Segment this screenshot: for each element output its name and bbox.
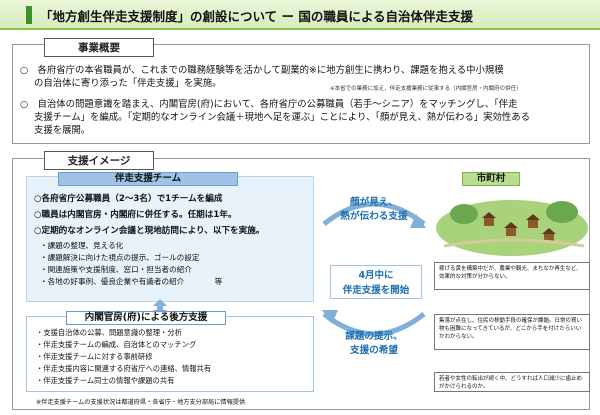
team-item: ・各地の好事例、優良企業や有識者の紹介 等 [40, 277, 223, 286]
team-title: 伴走支援チーム [58, 172, 238, 186]
city-title: 市町村 [462, 172, 520, 186]
support-title: 内閣官房(府)による後方支援 [66, 311, 226, 325]
team-bullet-2: ○職員は内閣官房・内閣府に併任する。任期は1年。 [34, 210, 237, 220]
issue-bubble: 若者や女性の転出が続く中、どうすれば人口減少に歯止めがかけられるのか。 [434, 372, 590, 392]
flow-arrows [322, 201, 426, 337]
support-item: ・支援自治体の公募、問題意識の整理・分析 [36, 328, 182, 337]
team-item: ・関連施策や支援制度、窓口・担当者の紹介 [40, 265, 192, 274]
overview-note: ※本省での業務に加え、伴走支援業務に従事する（内閣官房・内閣府の併任） [330, 86, 522, 92]
arrow-top-label: 顔が見え、熱が伝わる支援 [340, 197, 408, 222]
overview-line-4: 支援チーム」を編成。「定期的なオンライン会議＋現地へ足を運ぶ」ことにより、「顔が… [34, 112, 531, 123]
arrow-bottom-label: 課題の提示、支援の希望 [345, 331, 403, 356]
support-item: ・伴走支援内容に関連する府省庁への連絡、情報共有 [36, 364, 212, 373]
issue-bubble: 集落が点在し、住民の移動手段の確保が課題。日常の買い物も困難になってきているが、… [434, 314, 590, 350]
footnote: ※伴走支援チームの支援状況は都道府県・各省庁・地方支分部局に情報提供 [36, 399, 246, 406]
team-bullet-1: ○各府省庁公募職員（2～3名）で1チームを編成 [34, 194, 223, 204]
overview-panel [12, 44, 590, 144]
team-item: ・課題の整理、見える化 [40, 241, 124, 250]
title-bar: 「地方創生伴走支援制度」の創設について ー 国の職員による自治体伴走支援 [0, 0, 600, 30]
overview-line-2: の自治体に寄り添った「伴走支援」を実施。 [34, 78, 222, 89]
overview-line-5: 支援を展開。 [34, 125, 91, 136]
overview-line-3: ○ 自治体の問題意識を踏まえ、内閣官房(府)において、各府省庁の公募職員（若手～… [20, 99, 518, 110]
team-bullet-3: ○定期的なオンライン会議と現地訪問により、以下を実施。 [34, 226, 265, 236]
team-item: ・課題解決に向けた視点の提示、ゴールの設定 [40, 253, 200, 262]
title-accent [26, 6, 32, 24]
issue-bubble: 稼げる黄を構築中だが、農業や観光、まちなか再生など、効果的な対策が分からない。 [434, 262, 590, 290]
support-item: ・伴走支援チームの編成、自治体とのマッチング [36, 340, 197, 349]
overview-line-1: ○ 各府省庁の本省職員が、これまでの職務経験等を活かして副業的※に地方創生に携わ… [20, 65, 504, 76]
page-title: 「地方創生伴走支援制度」の創設について ー 国の職員による自治体伴走支援 [40, 9, 473, 24]
support-item: ・伴走支援チーム同士の情報や課題の共有 [36, 376, 175, 385]
team-box [26, 176, 314, 302]
image-label: 支援イメージ [44, 151, 154, 170]
support-item: ・伴走支援チームに対する事前研修 [36, 352, 153, 361]
town-illustration [436, 200, 588, 256]
start-box: 4月中に伴走支援を開始 [330, 265, 422, 299]
overview-label: 事業概要 [44, 38, 154, 57]
